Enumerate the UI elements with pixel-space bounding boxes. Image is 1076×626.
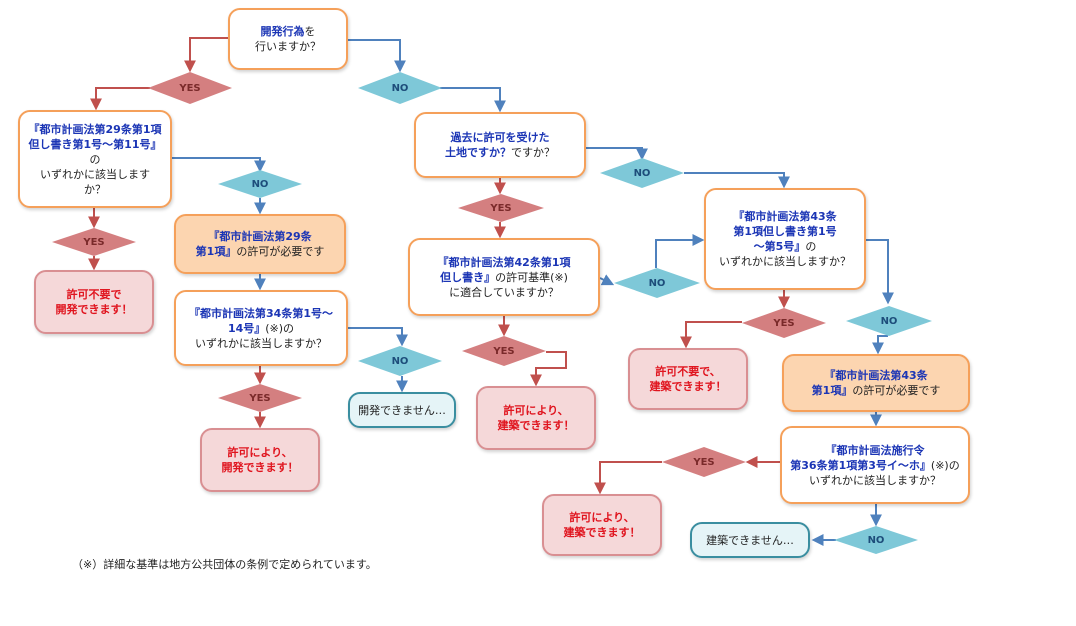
result-no-permit-develop: 許可不要で開発できます！	[34, 270, 154, 334]
result-permit-build-a: 許可により、建築できます！	[476, 386, 596, 450]
arrow-past-no	[586, 147, 648, 161]
question-past-permit: 過去に許可を受けた土地ですか？ですか？	[414, 112, 586, 178]
arrow-start-no	[348, 39, 406, 73]
arrow-no-art43	[684, 172, 790, 189]
no-diamond-art29: NO	[218, 170, 302, 198]
no-diamond-start: NO	[358, 72, 442, 104]
arrow-no-art43-b	[655, 234, 705, 268]
question-ordinance-art36: 『都市計画法施行令第36条第1項第3号イ～ホ』(※)のいずれかに該当しますか？	[780, 426, 970, 504]
yes-diamond-ord36: YES	[662, 447, 746, 477]
yes-diamond-past: YES	[458, 194, 544, 222]
arrow-art42-no	[599, 274, 615, 286]
yes-diamond-art42: YES	[462, 336, 546, 366]
result-permit-develop: 許可により、開発できます！	[200, 428, 320, 492]
question-art34: 『都市計画法第34条第1号～14号』(※)のいずれかに該当しますか？	[174, 290, 348, 366]
arrow-yes-build-free	[680, 321, 742, 349]
arrow-yes-build-b	[594, 461, 662, 495]
no-diamond-art43: NO	[846, 306, 932, 336]
yes-diamond-art43: YES	[742, 308, 826, 338]
arrow-art43-no	[866, 239, 894, 305]
result-cannot-develop: 開発できません…	[348, 392, 456, 428]
no-diamond-art34: NO	[358, 346, 442, 376]
result-cannot-build: 建築できません…	[690, 522, 810, 558]
no-diamond-past: NO	[600, 158, 684, 188]
question-art42: 『都市計画法第42条第1項但し書き』の許可基準(※)に適合していますか？	[408, 238, 600, 316]
no-diamond-ord36: NO	[834, 526, 918, 554]
arrow-no-need43	[872, 335, 888, 355]
arrow-yes-art29	[90, 87, 150, 111]
no-diamond-art42: NO	[614, 268, 700, 298]
arrow-yes-build-a	[530, 351, 567, 387]
yes-diamond-start: YES	[148, 72, 232, 104]
arrow-no-past	[440, 87, 506, 113]
arrow-start-yes	[184, 37, 228, 73]
yes-diamond-art34: YES	[218, 384, 302, 412]
requirement-art43-permit: 『都市計画法第43条第1項』の許可が必要です	[782, 354, 970, 412]
requirement-art29-permit: 『都市計画法第29条第1項』の許可が必要です	[174, 214, 346, 274]
footnote: （※）詳細な基準は地方公共団体の条例で定められています。	[72, 558, 377, 571]
question-art29-exemption: 『都市計画法第29条第1項但し書き第1号～第11号』のいずれかに該当しますか？	[18, 110, 172, 208]
result-no-permit-build: 許可不要で、建築できます！	[628, 348, 748, 410]
question-art43-exemption: 『都市計画法第43条第1項但し書き第1号～第5号』のいずれかに該当しますか？	[704, 188, 866, 290]
arrow-art29-no	[172, 157, 266, 173]
yes-diamond-art29: YES	[52, 228, 136, 256]
result-permit-build-b: 許可により、建築できます！	[542, 494, 662, 556]
arrow-art34-no	[348, 327, 408, 347]
question-start: 開発行為を行いますか？	[228, 8, 348, 70]
